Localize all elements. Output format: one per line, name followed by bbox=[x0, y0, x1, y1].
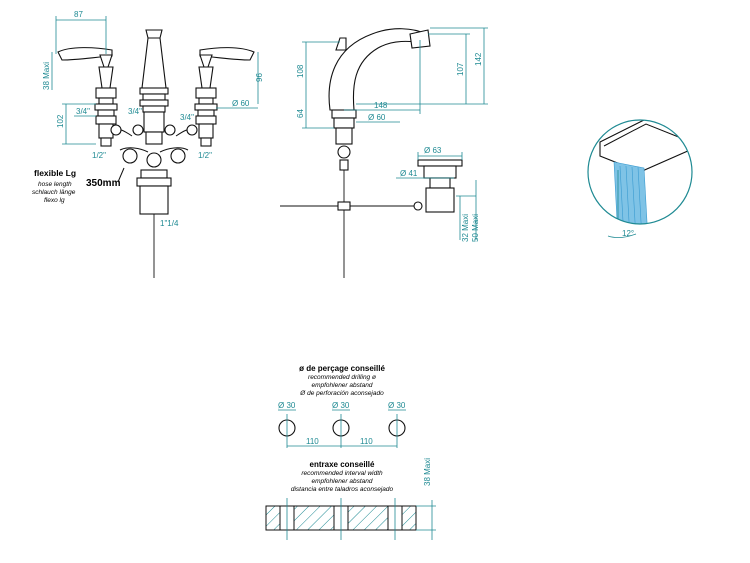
interval-title: entraxe conseillé bbox=[310, 460, 375, 469]
right-handle bbox=[194, 47, 255, 147]
thread-center: 3/4" bbox=[128, 107, 142, 116]
dim-142: 142 bbox=[474, 52, 483, 66]
dim-diam-41: Ø 41 bbox=[400, 169, 418, 178]
hole-3-diameter: Ø 30 bbox=[388, 401, 406, 410]
spacing-1: 110 bbox=[306, 437, 319, 446]
thread-left-top: 3/4" bbox=[76, 107, 90, 116]
hole-1-diameter: Ø 30 bbox=[278, 401, 296, 410]
interval-line-3: distancia entre taladros aconsejado bbox=[291, 486, 394, 493]
dim-38-maxi: 38 Maxi bbox=[42, 62, 51, 90]
side-dimensions: 108 64 107 142 148 Ø 60 Ø 63 Ø 41 bbox=[296, 27, 488, 242]
waste-thread: 1"1/4 bbox=[160, 219, 179, 228]
dim-87: 87 bbox=[74, 10, 83, 19]
interval-section: entraxe conseillé recommended interval w… bbox=[265, 458, 436, 540]
drilling-line-1: recommended drilling ø bbox=[308, 374, 376, 381]
countertop-section bbox=[265, 498, 417, 540]
interval-line-1: recommended interval width bbox=[301, 470, 383, 477]
dim-96: 96 bbox=[255, 73, 264, 82]
side-faucet-body bbox=[280, 28, 431, 278]
drilling-line-3: Ø de perforación aconsejado bbox=[299, 390, 384, 397]
thread-right-bottom: 1/2" bbox=[198, 151, 212, 160]
dim-64: 64 bbox=[296, 109, 305, 118]
drilling-title: ø de perçage conseillé bbox=[299, 364, 385, 373]
dim-108: 108 bbox=[296, 64, 305, 78]
dim-diam-60-side: Ø 60 bbox=[368, 113, 386, 122]
spacing-2: 110 bbox=[360, 437, 373, 446]
hole-2: Ø 30 bbox=[332, 401, 350, 448]
dim-148: 148 bbox=[374, 101, 388, 110]
dim-102: 102 bbox=[56, 114, 65, 128]
hose-line-1: hose length bbox=[38, 181, 72, 188]
center-spout bbox=[139, 29, 169, 145]
spray-detail: 12° bbox=[587, 119, 693, 238]
hose-line-3: flexo lg bbox=[44, 197, 65, 204]
hole-2-diameter: Ø 30 bbox=[332, 401, 350, 410]
side-view: 108 64 107 142 148 Ø 60 Ø 63 Ø 41 bbox=[280, 27, 488, 278]
thread-right-top: 3/4" bbox=[180, 113, 194, 122]
drilling-line-2: empfohlener abstand bbox=[311, 382, 372, 389]
left-handle bbox=[57, 47, 118, 147]
hole-3: Ø 30 bbox=[388, 401, 406, 448]
front-view: 87 38 Maxi 96 102 Ø 60 3/4" 3/4" 3/4" 1/… bbox=[32, 10, 264, 278]
front-dimensions: 87 38 Maxi 96 102 Ø 60 3/4" 3/4" 3/4" 1/… bbox=[42, 10, 264, 228]
hose-length-value: 350mm bbox=[86, 178, 121, 189]
hose-connectors bbox=[110, 124, 198, 278]
dim-50-maxi: 50 Maxi bbox=[471, 214, 480, 242]
side-waste bbox=[413, 159, 463, 213]
thread-left-bottom: 1/2" bbox=[92, 151, 106, 160]
dim-diam-63: Ø 63 bbox=[424, 146, 442, 155]
dim-38-maxi-thickness: 38 Maxi bbox=[423, 458, 432, 486]
hose-length-note: flexible Lg hose length schlauch länge f… bbox=[32, 167, 125, 204]
hose-line-2: schlauch länge bbox=[32, 189, 76, 196]
dim-107: 107 bbox=[456, 62, 465, 76]
hole-1: Ø 30 bbox=[278, 401, 296, 448]
hose-label: flexible Lg bbox=[34, 168, 76, 178]
drilling-section: ø de perçage conseillé recommended drill… bbox=[278, 364, 406, 448]
spray-angle: 12° bbox=[622, 229, 634, 238]
dim-diam-60-front: Ø 60 bbox=[232, 99, 250, 108]
dim-32-maxi: 32 Maxi bbox=[461, 214, 470, 242]
interval-line-2: empfohlener abstand bbox=[311, 478, 372, 485]
